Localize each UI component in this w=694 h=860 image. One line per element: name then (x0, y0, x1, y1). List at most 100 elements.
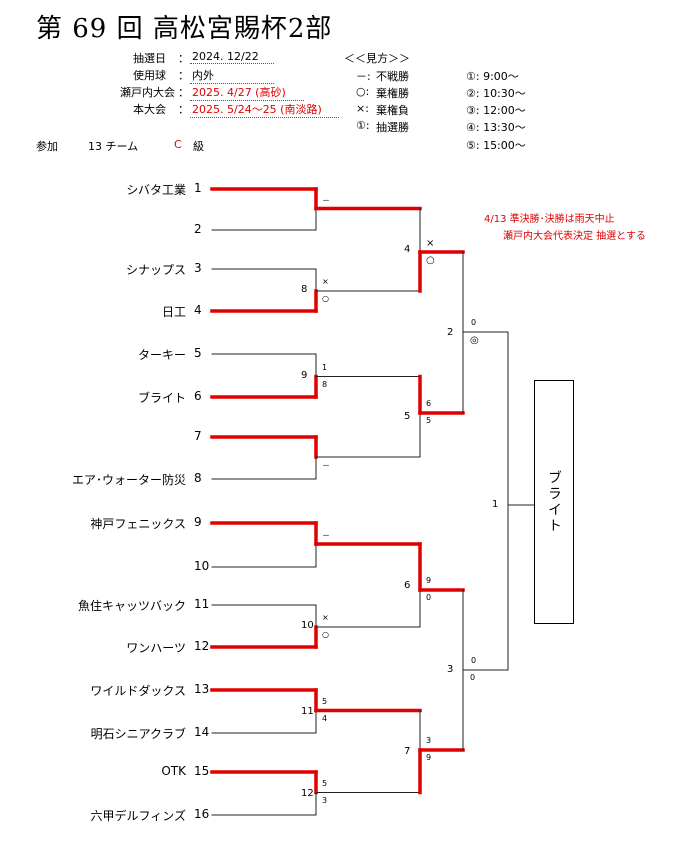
score-top: － (322, 195, 330, 205)
team-name: ブライト (137, 391, 186, 405)
team-seed: 16 (194, 807, 210, 821)
info-label-setouchi: 瀬戸内大会 (120, 86, 175, 99)
game-number: 5 (404, 410, 411, 422)
game-number: 2 (447, 326, 454, 338)
score-top: × (322, 613, 329, 622)
team-name: エア･ウォーター防災 (71, 473, 186, 487)
class-suffix: 級 (193, 140, 204, 153)
team-name: 六甲デルフィンズ (90, 809, 186, 823)
team-name: ワンハーツ (126, 641, 186, 655)
legend-text: 棄権負 (376, 104, 409, 117)
team-name: 明石シニアクラブ (90, 727, 186, 741)
team-seed: 7 (194, 429, 202, 443)
team-seed: 12 (194, 639, 210, 653)
team-seed: 2 (194, 222, 202, 236)
info-colon: ： (178, 52, 189, 65)
team-name: 日工 (161, 305, 186, 319)
score-bottom: ○ (322, 294, 329, 303)
score-top: 3 (426, 736, 432, 745)
score-bottom: ◎ (470, 335, 479, 346)
score-bottom: － (322, 461, 330, 470)
legend-sym: ○: (356, 85, 370, 98)
team-seed: 1 (194, 181, 202, 195)
time-slot: ③: 12:00～ (466, 104, 526, 117)
game-number: 11 (301, 705, 314, 717)
legend-sym: －: (356, 70, 371, 83)
team-seed: 14 (194, 725, 210, 739)
score-top: 5 (322, 696, 328, 706)
score-bottom: 4 (322, 713, 328, 723)
info-value-setouchi: 2025. 4/27 (高砂) (190, 84, 304, 101)
legend-text: 不戦勝 (376, 70, 409, 83)
score-bottom: 0 (426, 593, 432, 602)
game-number: 12 (301, 787, 314, 799)
team-seed: 8 (194, 471, 202, 485)
info-colon: ： (178, 103, 189, 116)
legend-title: ＜＜見方＞＞ (344, 52, 410, 65)
team-seed: 11 (194, 597, 210, 611)
rain-note: 瀬戸内大会代表決定 抽選とする (503, 231, 646, 242)
info-label-main: 本大会 (133, 103, 166, 116)
page-title: 第 69 回 高松宮賜杯2部 (36, 14, 333, 44)
game-number: 9 (301, 369, 308, 381)
champion-box: ブライト (534, 380, 574, 624)
score-top: 5 (322, 778, 328, 788)
team-seed: 3 (194, 261, 202, 275)
game-number: 3 (447, 664, 454, 675)
time-slot: ②: 10:30～ (466, 87, 526, 100)
team-name: 神戸フェニックス (90, 517, 186, 531)
game-number: 1 (492, 499, 499, 510)
score-bottom: 8 (322, 379, 328, 389)
rain-note: 4/13 準決勝･決勝は雨天中止 (484, 214, 615, 225)
team-seed: 10 (194, 559, 210, 573)
game-number: 8 (301, 284, 308, 295)
team-seed: 4 (194, 303, 202, 317)
class-letter: C (174, 138, 182, 151)
score-bottom: ○ (426, 255, 435, 266)
team-name: OTK (161, 764, 186, 778)
info-colon: ： (178, 86, 189, 99)
info-label-ball: 使用球 (133, 69, 166, 82)
team-seed: 15 (194, 764, 210, 778)
score-bottom: ○ (322, 630, 329, 639)
info-value-draw-date: 2024. 12/22 (190, 50, 274, 64)
time-slot: ①: 9:00～ (466, 70, 519, 83)
game-number: 10 (301, 620, 314, 631)
score-top: 0 (471, 656, 477, 665)
score-bottom: 5 (426, 416, 432, 425)
champion-name: ブライト (546, 470, 562, 534)
legend-text: 抽選勝 (376, 121, 409, 134)
team-name: ワイルドダックス (90, 684, 186, 698)
score-top: × (322, 277, 329, 286)
team-name: シナップス (125, 263, 186, 277)
team-name: 魚住キャッツバック (77, 599, 186, 613)
participation-label: 参加 (36, 140, 58, 153)
score-top: 6 (426, 399, 432, 408)
team-name: ターキー (137, 348, 186, 362)
score-bottom: 0 (470, 673, 476, 682)
info-label-draw-date: 抽選日 (133, 52, 166, 65)
score-top: 1 (322, 362, 328, 372)
legend-text: 棄権勝 (376, 87, 409, 100)
team-seed: 6 (194, 389, 202, 403)
score-bottom: 3 (322, 795, 328, 805)
score-top: － (322, 531, 330, 540)
time-slot: ④: 13:30～ (466, 121, 526, 134)
score-bottom: 9 (426, 753, 432, 762)
participation-count: 13 チーム (88, 140, 139, 153)
legend-sym: ①: (356, 119, 370, 132)
game-number: 7 (404, 745, 411, 757)
game-number: 4 (404, 243, 411, 255)
info-value-main: 2025. 5/24～25 (南淡路) (190, 101, 339, 118)
team-seed: 9 (194, 515, 202, 529)
info-colon: ： (178, 69, 189, 82)
score-top: × (426, 238, 435, 249)
game-number: 6 (404, 579, 411, 591)
score-top: 0 (471, 318, 477, 327)
legend-sym: ×: (356, 102, 369, 115)
info-value-ball: 内外 (190, 67, 274, 84)
team-name: シバタ工業 (126, 183, 186, 197)
score-top: 9 (426, 576, 432, 585)
time-slot: ⑤: 15:00～ (466, 139, 526, 152)
